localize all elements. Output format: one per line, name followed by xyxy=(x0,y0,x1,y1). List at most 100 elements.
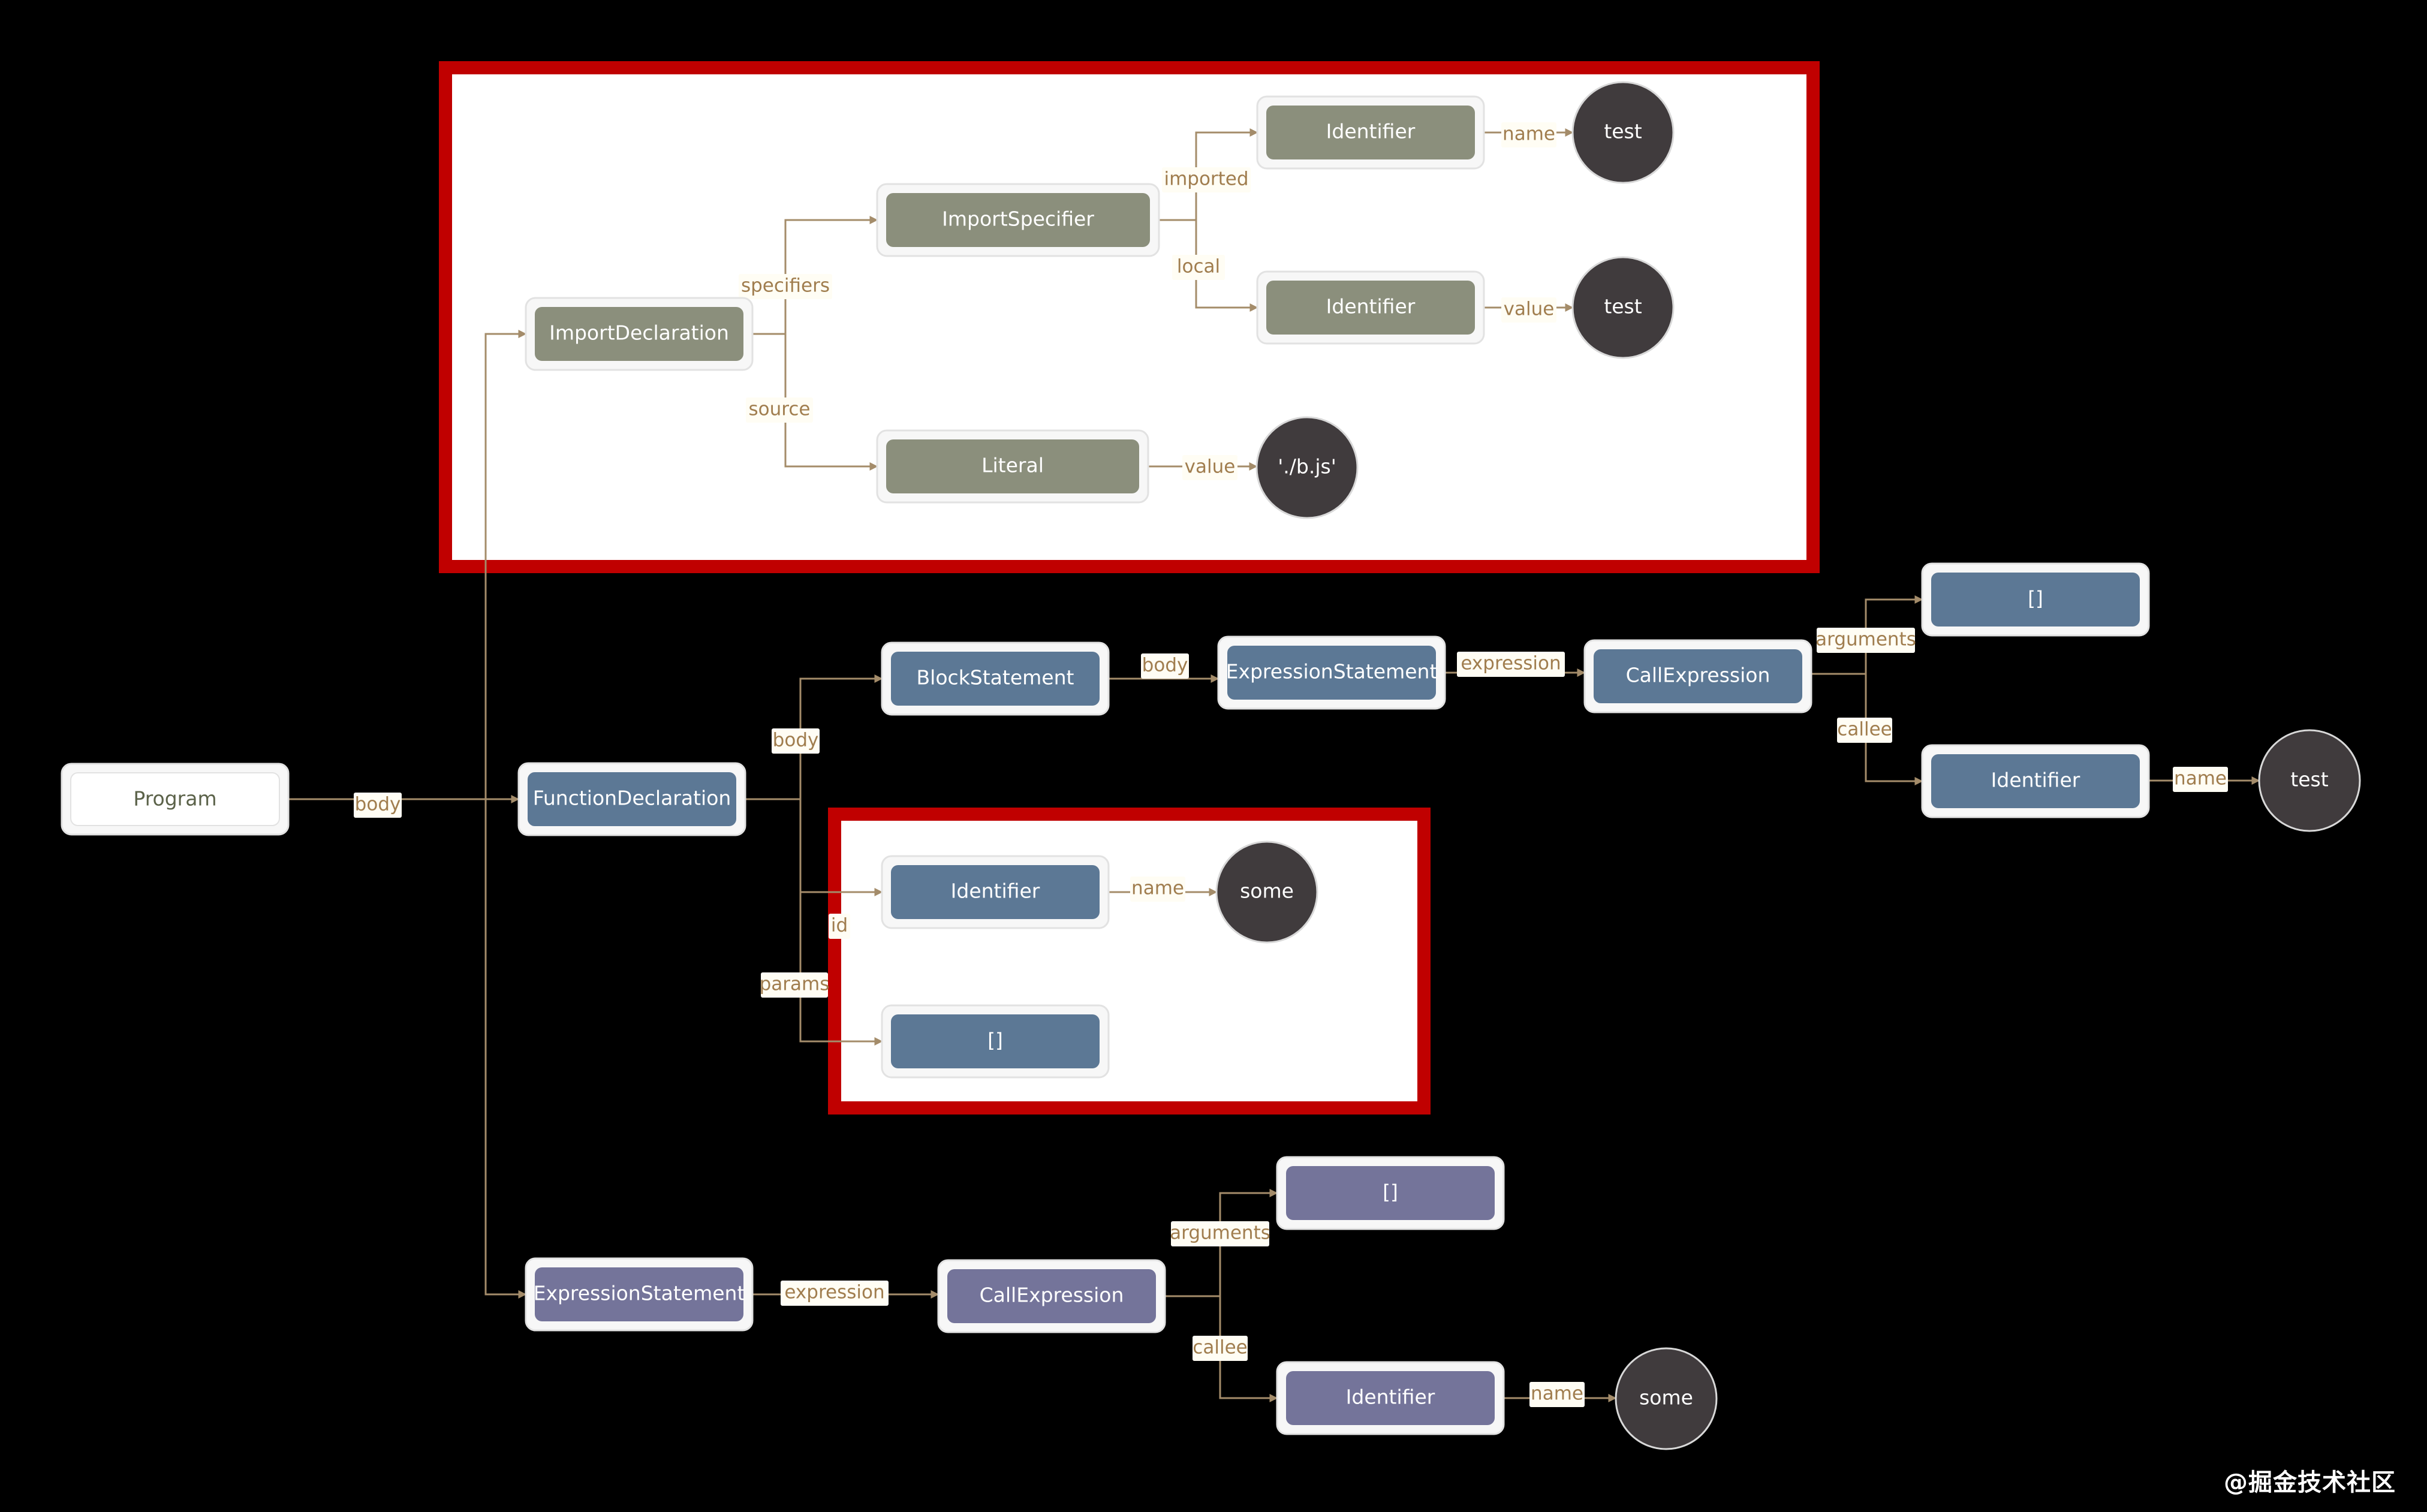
node-arguments-outer[interactable]: [] xyxy=(1276,1156,1505,1230)
node-identifier-local-label: Identifier xyxy=(1326,295,1416,318)
edge-label-block-body-text: body xyxy=(1142,655,1188,676)
value-inner-callee-name-text: test xyxy=(2290,768,2328,791)
edge-label-function-body-text: body xyxy=(773,730,819,751)
node-identifier-callee-inner-label: Identifier xyxy=(1991,769,2080,792)
edge-label-expr-expression-outer-text: expression xyxy=(784,1282,884,1303)
edge-label-function-body: body xyxy=(772,728,820,754)
node-function-declaration-label: FunctionDeclaration xyxy=(533,787,731,810)
ast-nodes: Program ImportDeclaration ImportSpecifie… xyxy=(61,95,2150,1435)
edge-function-to-params xyxy=(799,892,883,1046)
edge-label-specifier-imported: imported xyxy=(1162,167,1251,192)
edge-label-call-callee-outer-text: callee xyxy=(1193,1337,1247,1359)
node-literal-label: Literal xyxy=(981,454,1044,477)
edge-label-literal-value: value xyxy=(1182,455,1237,480)
edge-call-outer-to-callee xyxy=(1219,1296,1278,1402)
value-imported-name-text: test xyxy=(1604,120,1642,143)
value-literal-text: './b.js' xyxy=(1278,455,1336,478)
node-literal[interactable]: Literal xyxy=(876,429,1149,504)
edge-label-function-id-text: id xyxy=(831,915,848,936)
node-expression-statement-outer-label: ExpressionStatement xyxy=(534,1282,745,1305)
value-outer-callee-name[interactable]: some xyxy=(1615,1347,1718,1450)
value-id-name-text: some xyxy=(1240,880,1294,903)
edge-label-import-source: source xyxy=(746,397,813,423)
edge-label-callee-name-inner-text: name xyxy=(2174,768,2227,790)
node-identifier-id[interactable]: Identifier xyxy=(881,855,1110,929)
node-identifier-callee-outer-label: Identifier xyxy=(1346,1386,1435,1409)
edge-label-program-body-text: body xyxy=(355,794,401,815)
edge-label-block-body: body xyxy=(1141,653,1189,679)
node-call-expression-outer[interactable]: CallExpression xyxy=(937,1259,1166,1333)
edge-label-callee-name-outer: name xyxy=(1529,1382,1585,1407)
edge-call-to-callee-inner xyxy=(1865,674,1923,785)
node-identifier-callee-outer[interactable]: Identifier xyxy=(1276,1361,1505,1435)
edge-label-import-specifiers-text: specifiers xyxy=(741,275,830,297)
node-block-statement-label: BlockStatement xyxy=(917,666,1074,689)
node-identifier-imported[interactable]: Identifier xyxy=(1256,95,1485,170)
edge-label-call-arguments-outer: arguments xyxy=(1170,1221,1270,1246)
node-identifier-id-label: Identifier xyxy=(951,880,1040,903)
edge-label-specifier-local: local xyxy=(1172,255,1225,280)
watermark: @掘金技术社区 xyxy=(2224,1469,2396,1496)
node-expression-statement-outer[interactable]: ExpressionStatement xyxy=(525,1257,754,1332)
node-import-specifier-label: ImportSpecifier xyxy=(942,207,1094,231)
value-inner-callee-name[interactable]: test xyxy=(2258,729,2361,832)
edge-label-id-name-text: name xyxy=(1131,878,1184,899)
node-expression-statement-inner-label: ExpressionStatement xyxy=(1226,660,1438,683)
node-import-specifier[interactable]: ImportSpecifier xyxy=(876,183,1160,257)
edge-label-local-value: value xyxy=(1501,297,1556,323)
node-identifier-imported-label: Identifier xyxy=(1326,120,1416,143)
edge-label-call-arguments-inner: arguments xyxy=(1815,628,1916,653)
node-arguments-inner-label: [] xyxy=(2028,587,2043,610)
node-call-expression-inner-label: CallExpression xyxy=(1626,664,1770,687)
value-local-text: test xyxy=(1604,295,1642,318)
edge-import-to-literal xyxy=(784,334,878,471)
edge-label-function-id: id xyxy=(829,914,850,939)
edge-label-function-params: params xyxy=(760,972,830,998)
node-identifier-local[interactable]: Identifier xyxy=(1256,270,1485,345)
edge-specifier-to-local xyxy=(1195,220,1258,312)
node-import-declaration-label: ImportDeclaration xyxy=(549,321,729,345)
node-block-statement[interactable]: BlockStatement xyxy=(881,641,1110,716)
node-program-label: Program xyxy=(133,787,216,811)
node-expression-statement-inner[interactable]: ExpressionStatement xyxy=(1217,635,1446,710)
value-literal[interactable]: './b.js' xyxy=(1255,416,1359,519)
edge-label-expr-expression-outer: expression xyxy=(781,1281,889,1306)
edge-label-callee-name-outer-text: name xyxy=(1531,1383,1583,1405)
node-params-label: [] xyxy=(987,1029,1003,1052)
node-call-expression-inner[interactable]: CallExpression xyxy=(1583,639,1812,713)
node-arguments-inner[interactable]: [] xyxy=(1921,562,2150,637)
edge-label-expr-expression-inner: expression xyxy=(1457,652,1565,677)
edge-label-import-specifiers: specifiers xyxy=(739,274,832,299)
edge-program-to-expression xyxy=(484,799,527,1299)
edge-label-call-callee-outer: callee xyxy=(1193,1336,1248,1361)
edge-label-function-params-text: params xyxy=(760,974,830,995)
edge-label-imported-name: name xyxy=(1501,122,1556,147)
node-function-declaration[interactable]: FunctionDeclaration xyxy=(517,762,746,836)
edge-label-call-arguments-outer-text: arguments xyxy=(1170,1222,1270,1244)
edge-label-literal-value-text: value xyxy=(1185,456,1236,478)
edge-label-call-callee-inner: callee xyxy=(1837,718,1892,743)
edge-label-local-value-text: value xyxy=(1504,299,1555,320)
edge-label-call-arguments-inner-text: arguments xyxy=(1815,629,1916,650)
value-circles: test test './b.js' test some some xyxy=(1215,81,2361,1450)
node-arguments-outer-label: [] xyxy=(1383,1180,1398,1204)
node-params[interactable]: [] xyxy=(881,1004,1110,1079)
edge-label-id-name: name xyxy=(1130,877,1185,902)
edge-labels: body specifiers source imported local na… xyxy=(354,122,2228,1407)
value-local[interactable]: test xyxy=(1571,256,1675,359)
edge-label-expr-expression-inner-text: expression xyxy=(1461,653,1561,674)
node-import-declaration[interactable]: ImportDeclaration xyxy=(525,297,754,371)
node-call-expression-outer-label: CallExpression xyxy=(980,1284,1124,1307)
value-id-name[interactable]: some xyxy=(1215,841,1318,944)
edge-label-specifier-local-text: local xyxy=(1177,256,1220,278)
edge-label-program-body: body xyxy=(354,793,402,818)
node-program[interactable]: Program xyxy=(61,763,290,836)
value-outer-callee-name-text: some xyxy=(1639,1386,1693,1409)
value-imported-name[interactable]: test xyxy=(1571,81,1675,184)
edge-label-specifier-imported-text: imported xyxy=(1164,168,1248,190)
edge-label-import-source-text: source xyxy=(749,399,811,420)
edge-label-callee-name-inner: name xyxy=(2173,767,2228,792)
edge-label-call-callee-inner-text: callee xyxy=(1837,719,1892,740)
node-identifier-callee-inner[interactable]: Identifier xyxy=(1921,744,2150,818)
